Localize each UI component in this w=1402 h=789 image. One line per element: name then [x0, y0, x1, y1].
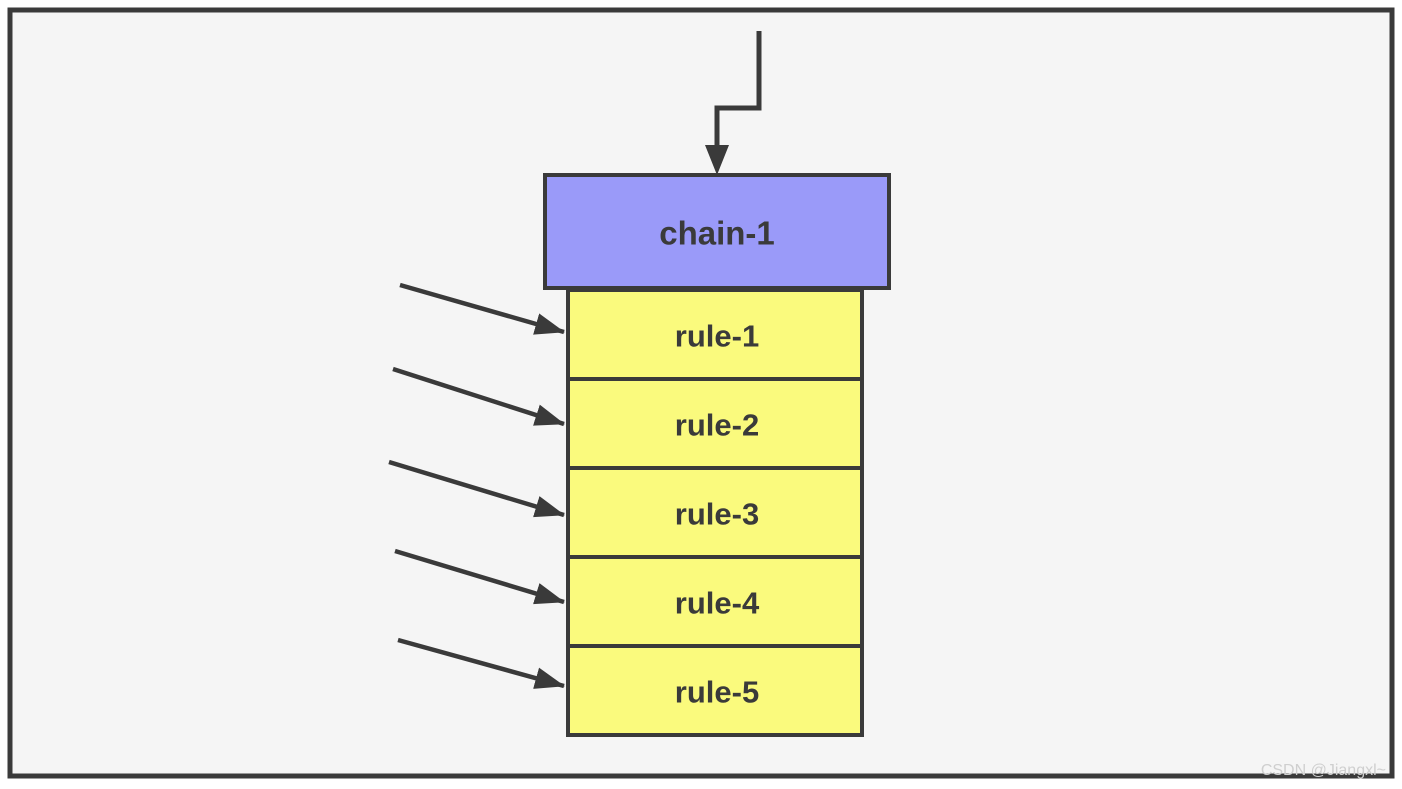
- rule-box-2-label: rule-2: [675, 408, 759, 443]
- rule-box-1-label: rule-1: [675, 319, 759, 354]
- rule-box-4: [566, 555, 864, 648]
- arrow-to-rule-1: [399, 282, 565, 335]
- watermark: CSDN @Jiangxl~: [1261, 762, 1386, 779]
- rule-box-3: [566, 466, 864, 559]
- rule-box-3-label: rule-3: [675, 497, 759, 532]
- rule-box-5: [566, 644, 864, 737]
- rule-box-4-label: rule-4: [675, 586, 760, 621]
- arrow-to-rule-3: [388, 459, 565, 518]
- chain-box: [543, 173, 891, 290]
- rule-box-2: [566, 377, 864, 470]
- arrow-to-rule-4: [394, 548, 565, 605]
- arrow-to-rule-5: [397, 637, 565, 689]
- chain-box-label: chain-1: [659, 215, 775, 252]
- rule-box-5-label: rule-5: [675, 675, 759, 710]
- entry-arrow-head-icon: [705, 145, 729, 175]
- arrow-to-rule-2: [392, 366, 565, 427]
- rule-box-1: [566, 288, 864, 381]
- entry-arrow-line: [714, 31, 762, 150]
